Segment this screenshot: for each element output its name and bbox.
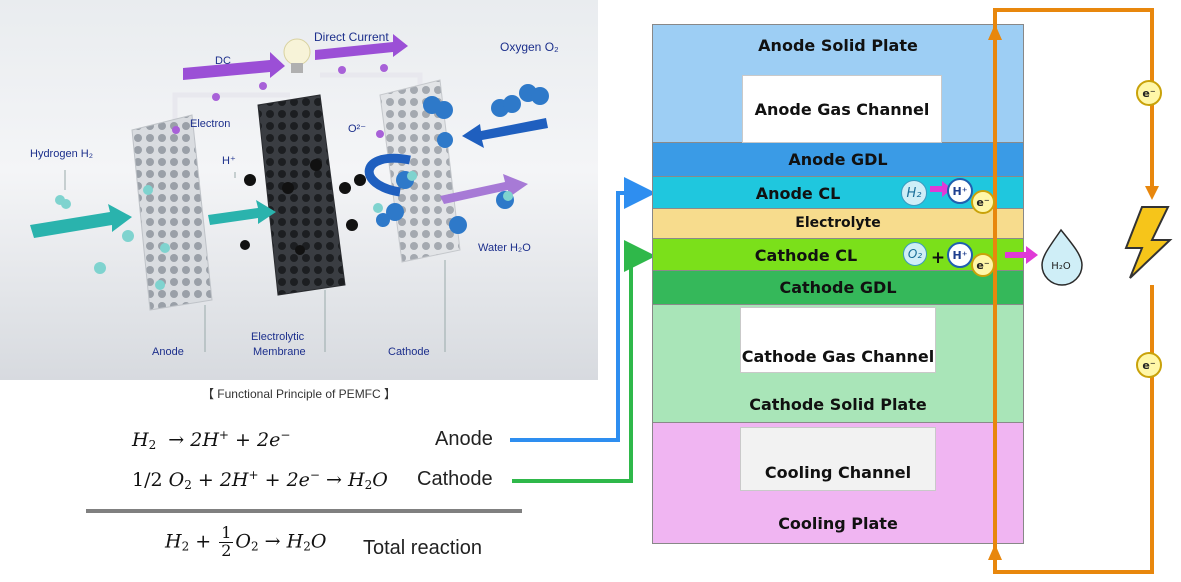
- anode-cl-label: Anode CL: [755, 184, 841, 203]
- anode-equation-name: Anode: [435, 428, 493, 450]
- anode-gas-channel: Anode Gas Channel: [742, 75, 942, 143]
- anode-equation: H2 → 2H+ + 2e−: [132, 428, 291, 452]
- dc-label: DC: [215, 55, 231, 67]
- o2-minus-label: O²⁻: [348, 123, 367, 135]
- electron-label: Electron: [190, 118, 231, 130]
- equation-divider: [86, 509, 522, 513]
- cathode-gdl-layer: Cathode GDL: [653, 271, 1023, 305]
- cooling-channel: Cooling Channel: [740, 427, 936, 491]
- anode-reaction-arrow: [930, 181, 952, 197]
- anode-solid-plate-label: Anode Solid Plate: [758, 36, 918, 55]
- cathode-connector-line: [512, 240, 656, 483]
- direct-current-arrow: [315, 34, 408, 60]
- anode-illustration-label: Anode: [152, 346, 184, 358]
- cathode-gas-channel: Cathode Gas Channel: [740, 307, 936, 373]
- o2-molecule-icon: O₂: [903, 242, 927, 266]
- membrane-plate: [257, 94, 346, 296]
- h-plus-icon-cathode: H⁺: [947, 242, 973, 268]
- oxygen-label: Oxygen O₂: [500, 40, 559, 54]
- water-drop-icon: [1041, 228, 1083, 286]
- pemfc-illustration: DC Direct Current Oxygen O₂ Electron Hyd…: [0, 0, 598, 380]
- circuit-bottom-wire: [993, 285, 1154, 574]
- cathode-plus-sign: +: [931, 248, 945, 268]
- proton-arrow: [208, 200, 276, 225]
- direct-current-label: Direct Current: [314, 30, 389, 44]
- anode-connector-line: [510, 177, 656, 442]
- cathode-equation-name: Cathode: [417, 468, 493, 490]
- water-label: Water H₂O: [478, 242, 531, 254]
- lightning-icon: [1124, 206, 1173, 279]
- pemfc-illustration-graphic: [30, 34, 549, 352]
- electron-icon-circuit-bottom: e⁻: [1136, 352, 1162, 378]
- electron-icon-cathode: e⁻: [971, 253, 995, 277]
- water-arrow: [440, 174, 528, 204]
- h2-molecule-icon: H₂: [901, 180, 927, 206]
- cooling-plate-label: Cooling Plate: [778, 514, 898, 533]
- swirl-arrow: [364, 153, 411, 197]
- electrolyte-layer: Electrolyte: [653, 209, 1023, 239]
- cathode-solid-plate-layer: Cathode Gas Channel Cathode Solid Plate: [653, 305, 1023, 423]
- illustration-caption: 【 Functional Principle of PEMFC 】: [201, 387, 397, 401]
- anode-gdl-layer: Anode GDL: [653, 143, 1023, 177]
- oxygen-arrow: [462, 118, 548, 148]
- fuel-cell-stack: Anode Solid Plate Anode Gas Channel Anod…: [652, 24, 1024, 544]
- membrane-label-line1: Electrolytic: [251, 331, 305, 343]
- cathode-cl-label: Cathode CL: [754, 246, 858, 265]
- total-equation-name: Total reaction: [363, 537, 482, 559]
- cathode-solid-plate-label: Cathode Solid Plate: [749, 395, 927, 414]
- circuit-arrow-right: [1145, 186, 1159, 200]
- electron-icon-anode: e⁻: [971, 190, 995, 214]
- cathode-illustration-label: Cathode: [388, 346, 430, 358]
- circuit-arrow-bottom: [988, 544, 1002, 560]
- membrane-label-line2: Membrane: [253, 346, 306, 358]
- circuit-arrow-top: [988, 24, 1002, 40]
- water-output-arrow: [1005, 246, 1038, 264]
- hydrogen-arrow: [30, 204, 132, 238]
- cathode-equation: 1/2 O2 + 2H+ + 2e− → H2O: [132, 468, 388, 492]
- cooling-plate-layer: Cooling Channel Cooling Plate: [653, 423, 1023, 543]
- anode-solid-plate-layer: Anode Solid Plate Anode Gas Channel: [653, 25, 1023, 143]
- h-plus-label: H⁺: [222, 155, 236, 167]
- electron-icon-circuit-top: e⁻: [1136, 80, 1162, 106]
- anode-plate: [131, 114, 213, 311]
- circuit-top-wire: [993, 8, 1154, 192]
- dc-arrow: [183, 52, 285, 80]
- hydrogen-label: Hydrogen H₂: [30, 148, 93, 160]
- h-plus-icon-anode: H⁺: [947, 178, 973, 204]
- water-drop-text: H₂O: [1051, 261, 1071, 272]
